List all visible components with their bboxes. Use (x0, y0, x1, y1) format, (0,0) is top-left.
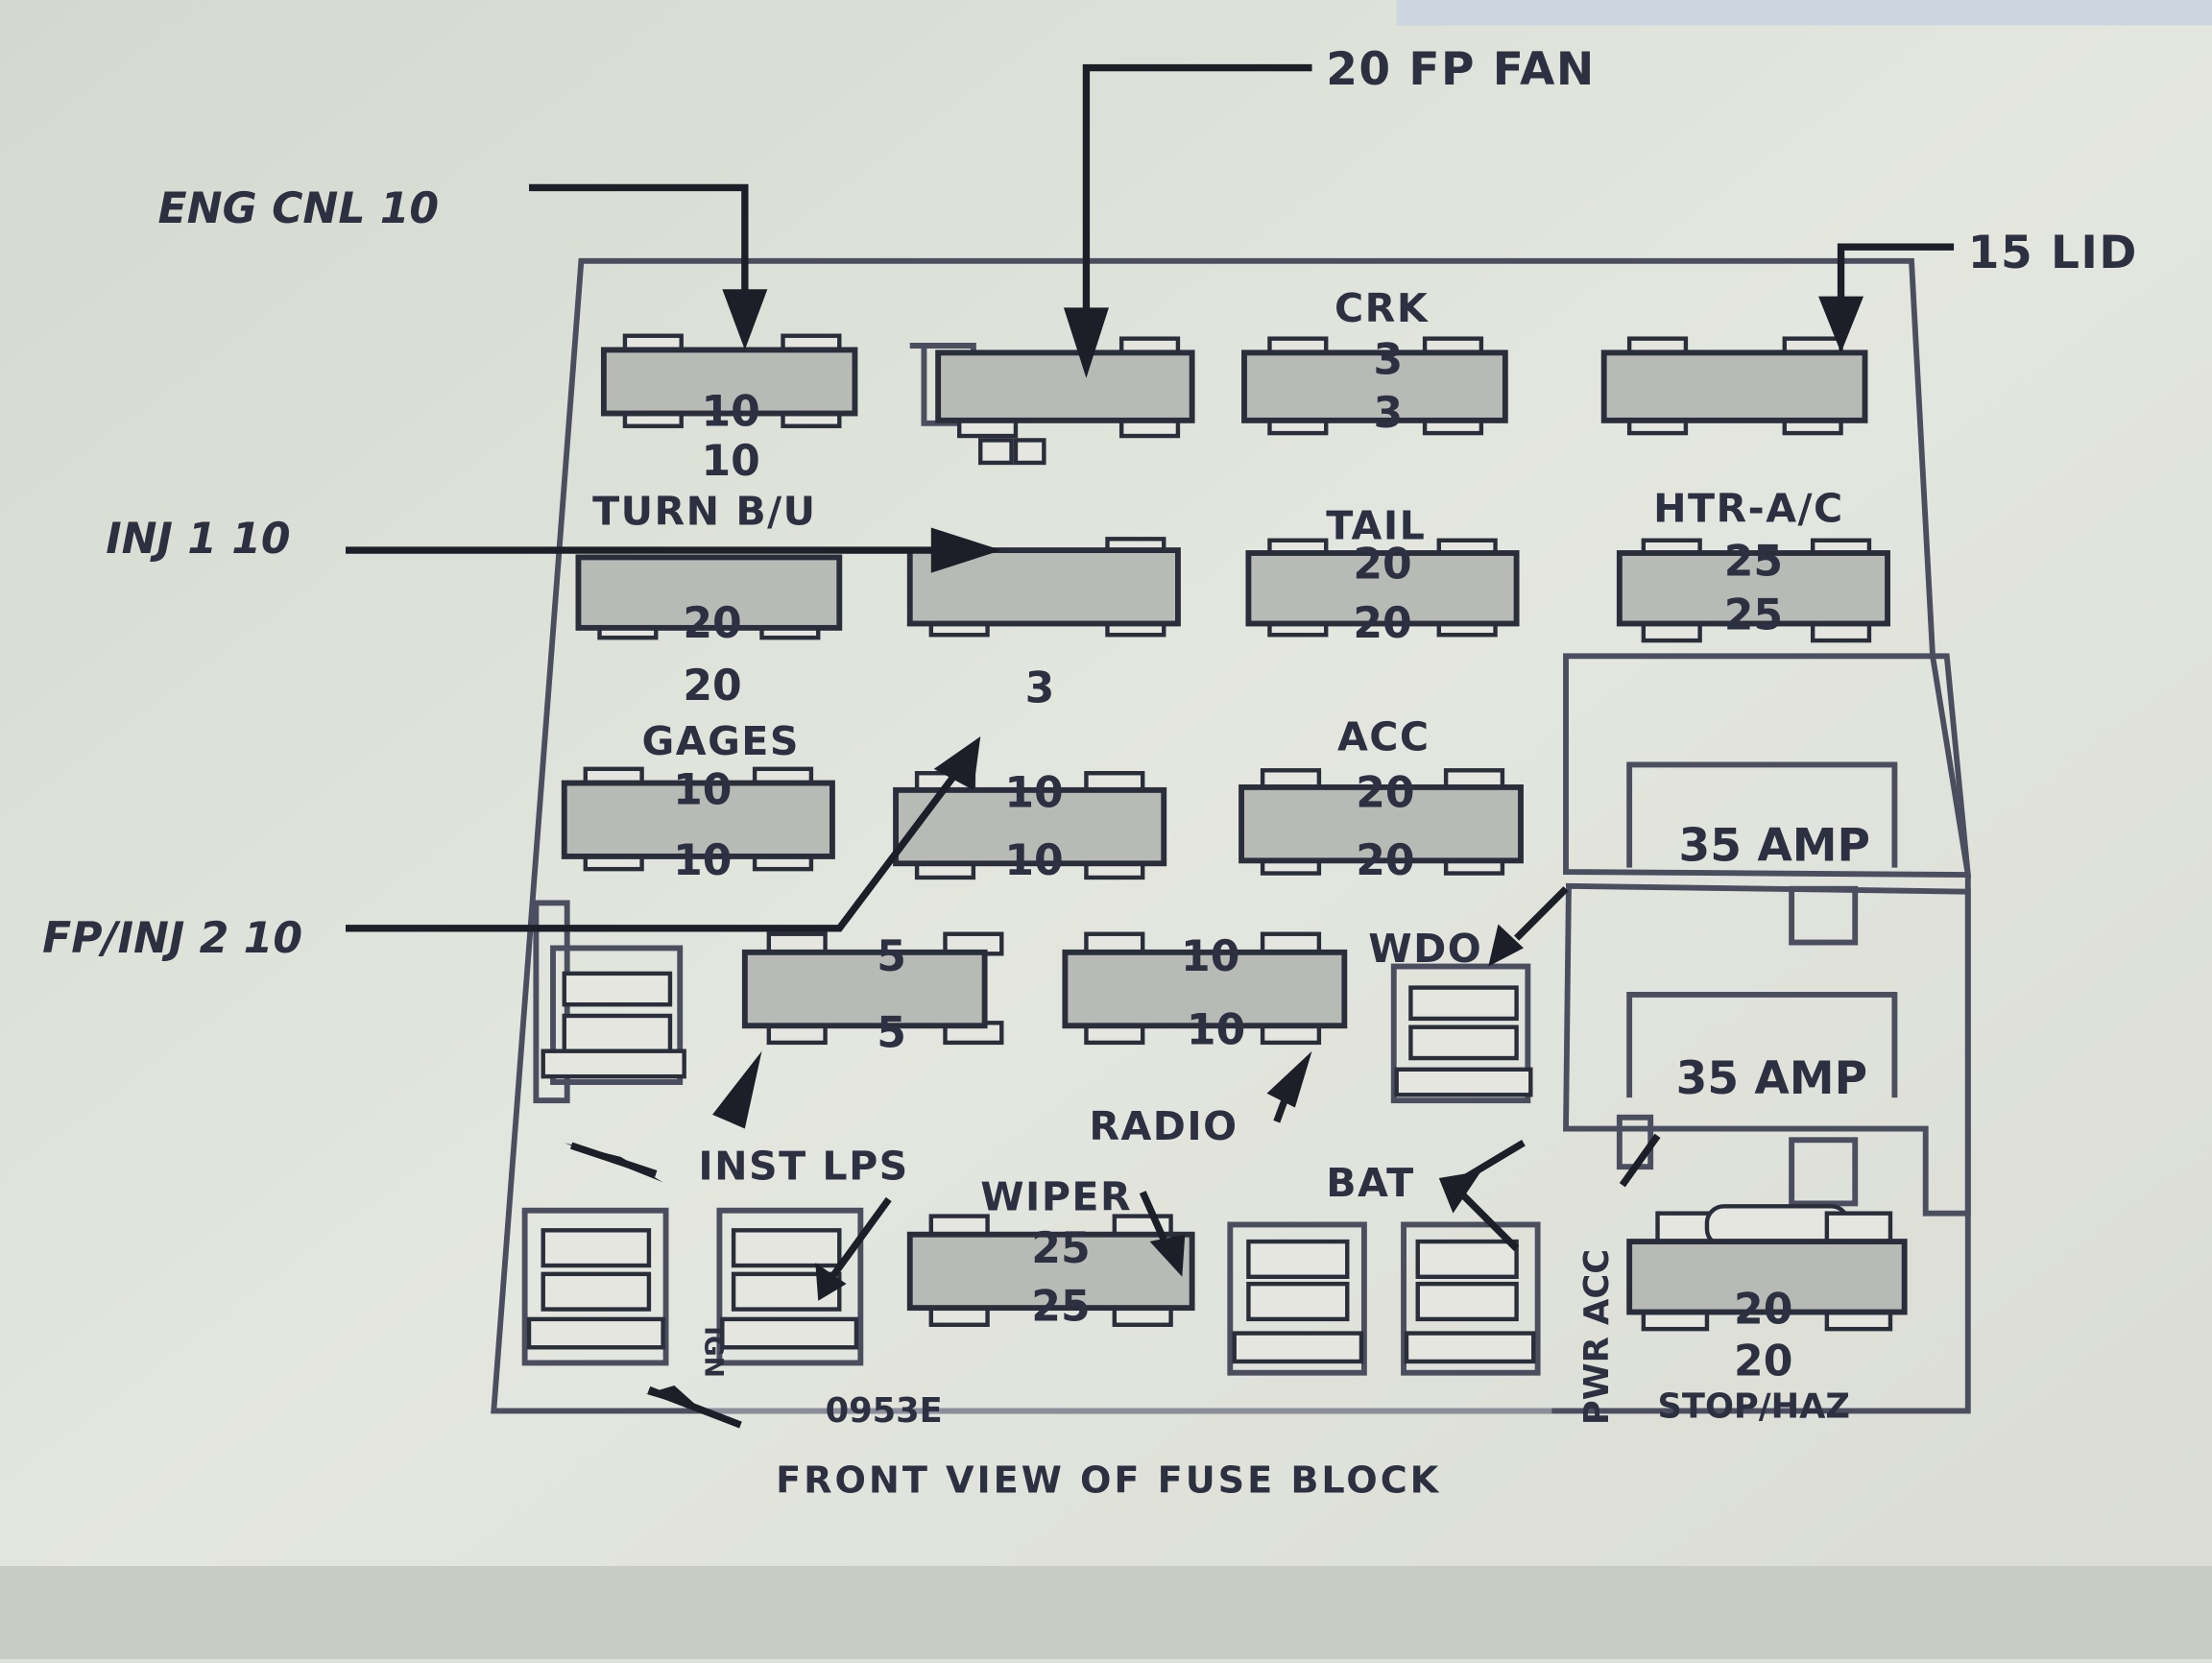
label-crk: CRK (1334, 285, 1430, 331)
fuse-fp-inj2: 10 10 (893, 768, 1167, 885)
label-ign: IGN (699, 1326, 729, 1378)
fuse-wiper: 25 25 (906, 1214, 1195, 1331)
relay-bat (1401, 1221, 1541, 1376)
diagram-caption: FRONT VIEW OF FUSE BLOCK (776, 1460, 1441, 1503)
label-inst-lps: INST LPS (698, 1143, 908, 1189)
label-gages: GAGES (642, 718, 800, 764)
callout-eng-cnl: ENG CNL 10 (158, 184, 440, 233)
fuse-rating: 3 (1374, 335, 1404, 384)
fuse-rating: 10 (701, 388, 759, 437)
fuse-rating: 10 (701, 437, 759, 486)
relay-bay-2 (1563, 882, 1971, 1217)
fuse-rating: 10 (673, 766, 732, 815)
callout-lid: 15 LID (1968, 227, 2138, 279)
fuse-wdo: 10 10 (1062, 931, 1348, 1054)
fuse-inst-lps: 5 5 (741, 931, 1004, 1057)
label-tail: TAIL (1326, 502, 1426, 548)
fuse-rating: 25 (1724, 590, 1783, 639)
fuse-rating: 20 (1353, 540, 1411, 589)
fuse-rating: 5 (877, 932, 906, 981)
relay-bottom-2 (716, 1207, 864, 1366)
fuse-eng-cnl: 10 10 (600, 333, 858, 486)
label-radio: RADIO (1089, 1103, 1238, 1149)
fuse-rating: 25 (1031, 1224, 1090, 1273)
relay-label: 35 AMP (1679, 819, 1870, 872)
fuse-rating: 10 (673, 836, 732, 885)
fuse-turn-bu: 20 20 (575, 554, 843, 711)
fuse-rating: 20 (1356, 768, 1414, 817)
label-stop-haz: STOP/HAZ (1658, 1387, 1850, 1427)
fuse-rating: 25 (1031, 1282, 1090, 1331)
fuse-rating: 5 (877, 1008, 906, 1057)
fuse-rating: 10 (1181, 932, 1239, 981)
fuse-rating: 20 (683, 662, 741, 711)
fuse-rating: 20 (1734, 1285, 1792, 1334)
fuse-rating: 20 (683, 599, 741, 648)
label-turn-bu: TURN B/U (592, 489, 816, 535)
label-htr-ac: HTR-A/C (1653, 486, 1844, 532)
fuse-rating: 20 (1356, 836, 1414, 885)
callout-fp-inj2: FP/INJ 2 10 (42, 914, 302, 963)
fuse-rating: 3 (1374, 389, 1404, 438)
fuse-acc: 20 20 (1238, 768, 1524, 885)
fuse-htr-ac: 25 25 (1616, 538, 1890, 643)
top-right-faded-heading (1396, 0, 2212, 26)
fuse-tail: 20 20 (1245, 538, 1520, 648)
fuse-lid (1600, 336, 1868, 436)
fuse-rating: 20 (1734, 1338, 1792, 1386)
arrow-lines (346, 63, 1955, 1429)
label-pwr-acc: PWR ACC (1577, 1249, 1617, 1425)
label-wiper: WIPER (980, 1174, 1132, 1220)
callout-inj1: INJ 1 10 (106, 515, 290, 564)
fuse-rating: 25 (1724, 538, 1783, 587)
part-number: 0953E (826, 1391, 943, 1431)
relay-left-small (533, 900, 686, 1104)
label-acc: ACC (1337, 714, 1431, 760)
fuse-stop-haz: 20 20 (1626, 1204, 1908, 1386)
fuse-crk: 3 3 (1241, 335, 1508, 438)
page-edge (0, 1566, 2212, 1659)
relay-bottom-1 (521, 1207, 669, 1366)
fuse-gages: 10 10 (561, 766, 835, 885)
relay-bay-1 (1563, 653, 1972, 878)
relay-wdo (1390, 963, 1533, 1104)
label-wdo: WDO (1368, 926, 1482, 972)
relay-35-amp-1: 35 AMP (1626, 761, 1898, 946)
fuse-rating: 10 (1187, 1005, 1245, 1054)
fuse-rating: 20 (1353, 599, 1411, 648)
relay-bottom-3 (1227, 1221, 1367, 1376)
fuse-rating: 10 (1004, 768, 1063, 817)
fuse-rating: 3 (1025, 664, 1055, 713)
label-bat: BAT (1326, 1160, 1414, 1206)
fuse-fp-fan (909, 336, 1195, 466)
fuse-rating: 10 (1004, 836, 1063, 885)
callout-fp-fan: 20 FP FAN (1326, 43, 1595, 96)
relay-label: 35 AMP (1676, 1052, 1867, 1105)
